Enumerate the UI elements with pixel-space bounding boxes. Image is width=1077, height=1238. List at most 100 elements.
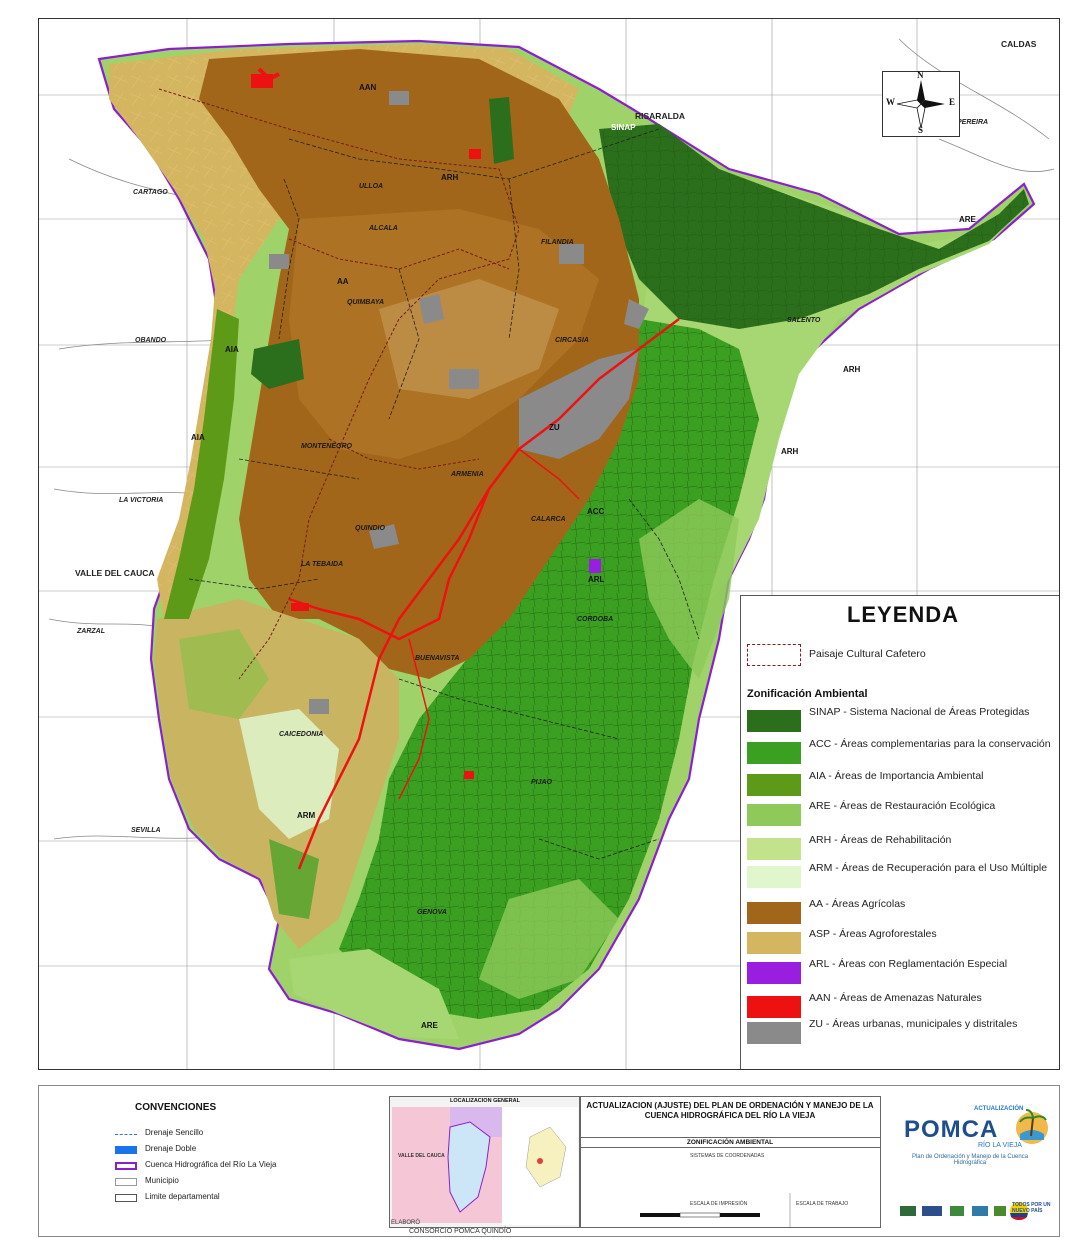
label-salento: SALENTO <box>787 317 821 324</box>
label-pijao: PIJAO <box>531 779 553 786</box>
code-aia-1: AIA <box>225 345 239 354</box>
code-arl: ARL <box>588 575 605 584</box>
limite-swatch <box>115 1194 137 1202</box>
label-valle-del-cauca: VALLE DEL CAUCA <box>75 568 155 578</box>
legend-swatch <box>747 710 801 732</box>
legend-swatch <box>747 774 801 796</box>
code-arm: ARM <box>297 811 316 820</box>
legend-label: ASP - Áreas Agroforestales <box>809 928 937 940</box>
palm-logo-icon <box>1016 1109 1048 1144</box>
label-ulloa: ULLOA <box>359 183 384 190</box>
code-are-ne: ARE <box>959 215 976 224</box>
label-quimbaya: QUIMBAYA <box>347 299 385 306</box>
legend-item: AA - Áreas Agrícolas <box>747 898 1059 928</box>
pomca-logo: POMCA <box>904 1116 999 1143</box>
zone-arl[interactable] <box>589 559 601 573</box>
tick-top-2: 760000 <box>182 18 203 21</box>
conv-label: Drenaje Doble <box>145 1144 197 1153</box>
compass-n: N <box>917 70 924 80</box>
code-aia-2: AIA <box>191 433 205 442</box>
label-zarzal: ZARZAL <box>77 628 105 635</box>
logos-panel: ACTUALIZACIÓN POMCA RÍO LA VIEJA Plan de… <box>894 1096 1054 1226</box>
legend-title: LEYENDA <box>846 602 960 627</box>
drenaje-sencillo-swatch <box>115 1134 137 1135</box>
legend-swatch <box>747 962 801 984</box>
legend-label: AA - Áreas Agrícolas <box>809 898 906 910</box>
municipio-swatch <box>115 1178 137 1186</box>
map-frame[interactable]: 750000 760000 770000 780000 790000 80000… <box>38 18 1060 1070</box>
legend-item: ARE - Áreas de Restauración Ecológica <box>747 800 1059 830</box>
paisaje-cultural-boundary[interactable] <box>158 88 520 680</box>
legend-label: AIA - Áreas de Importancia Ambiental <box>809 770 984 782</box>
code-sinap: SINAP <box>611 123 636 132</box>
legend-item: ASP - Áreas Agroforestales <box>747 928 1059 958</box>
code-arh-top: ARH <box>441 173 459 182</box>
label-calarca: CALARCA <box>531 516 566 523</box>
code-are-bottom: ARE <box>421 1021 438 1030</box>
actualizacion-text: ACTUALIZACIÓN <box>974 1106 1024 1112</box>
institution-logos <box>900 1206 1006 1216</box>
code-zu: ZU <box>549 423 560 432</box>
label-alcala: ALCALA <box>369 225 398 232</box>
todos-por-un-nuevo-pais: TODOS POR UN NUEVO PAÍS <box>1012 1202 1051 1214</box>
label-risaralda: RISARALDA <box>635 111 686 121</box>
tick-top-7: 810000 <box>912 18 933 21</box>
zone-aan[interactable] <box>257 67 680 870</box>
label-cordoba: CORDOBA <box>577 616 614 623</box>
convenciones-title: CONVENCIONES <box>135 1102 217 1113</box>
label-buenavista: BUENAVISTA <box>415 655 460 662</box>
consorcio-label: CONSORCIO POMCA QUINDÍO <box>409 1228 512 1235</box>
compass-s: S <box>918 125 924 135</box>
legend-item: AIA - Áreas de Importancia Ambiental <box>747 770 1059 800</box>
map-canvas[interactable] <box>39 19 1059 1069</box>
conv-drenaje-sencillo: Drenaje Sencillo <box>115 1128 335 1140</box>
legend-label: ACC - Áreas complementarias para la cons… <box>809 738 1051 750</box>
title-block: ACTUALIZACION (AJUSTE) DEL PLAN DE ORDEN… <box>579 1096 881 1228</box>
title-escala-trabajo: ESCALA DE TRABAJO <box>796 1201 849 1207</box>
legend-item: ARH - Áreas de Rehabilitación <box>747 834 1059 864</box>
zone-aia[interactable] <box>164 309 239 619</box>
legend-swatch <box>747 1022 801 1044</box>
conv-drenaje-doble: Drenaje Doble <box>115 1144 335 1156</box>
compass-icon <box>896 80 945 129</box>
title-escala: ESCALA DE IMPRESIÓN <box>690 1201 748 1207</box>
aan-patches <box>251 74 481 779</box>
conv-label: Drenaje Sencillo <box>145 1128 204 1137</box>
label-montenegro: MONTENEGRO <box>301 443 352 450</box>
code-arh-right-1: ARH <box>843 365 861 374</box>
conv-municipio: Municipio <box>115 1176 335 1188</box>
legend-label: ARM - Áreas de Recuperación para el Uso … <box>809 862 1048 874</box>
legend-label: ARH - Áreas de Rehabilitación <box>809 834 952 846</box>
municipio-boundaries <box>188 128 700 860</box>
tick-top-5: 790000 <box>621 18 642 21</box>
conv-cuenca: Cuenca Hidrográfica del Río La Vieja <box>115 1160 335 1172</box>
code-acc: ACC <box>587 507 605 516</box>
colombia-flag-icon <box>1010 1202 1028 1220</box>
legend-subtitle: Zonificación Ambiental <box>747 688 868 700</box>
compass-rose: N S W E <box>882 70 960 137</box>
label-sevilla: SEVILLA <box>131 827 161 834</box>
label-caldas: CALDAS <box>1001 39 1037 49</box>
label-cartago: CARTAGO <box>133 189 168 196</box>
label-circasia: CIRCASIA <box>555 337 589 344</box>
legend-swatch <box>747 838 801 860</box>
zone-arh-patch[interactable] <box>639 499 739 679</box>
cuenca-swatch <box>115 1162 137 1170</box>
legend-item: SINAP - Sistema Nacional de Áreas Proteg… <box>747 706 1059 736</box>
label-la-tebaida: LA TEBAIDA <box>301 561 344 568</box>
legend-item: ACC - Áreas complementarias para la cons… <box>747 738 1059 768</box>
tick-top-4: 780000 <box>475 18 496 21</box>
conv-limite: Limite departamental <box>115 1192 335 1204</box>
label-armenia: ARMENIA <box>451 471 484 478</box>
tick-top-3: 770000 <box>329 18 350 21</box>
title-sub: ZONIFICACIÓN AMBIENTAL <box>580 1137 880 1148</box>
legend-swatch <box>747 932 801 954</box>
tick-top-1: 750000 <box>44 18 65 21</box>
zone-zu[interactable] <box>269 91 649 714</box>
label-pereira: PEREIRA <box>957 119 989 126</box>
label-quindio: QUINDIO <box>355 525 385 532</box>
legend-panel: LEYENDA Paisaje Cultural Cafetero Zonifi… <box>740 595 1059 1069</box>
scale-bar <box>640 1193 791 1227</box>
legend-swatch <box>747 742 801 764</box>
rio-la-vieja-text: RÍO LA VIEJA <box>978 1142 1022 1149</box>
